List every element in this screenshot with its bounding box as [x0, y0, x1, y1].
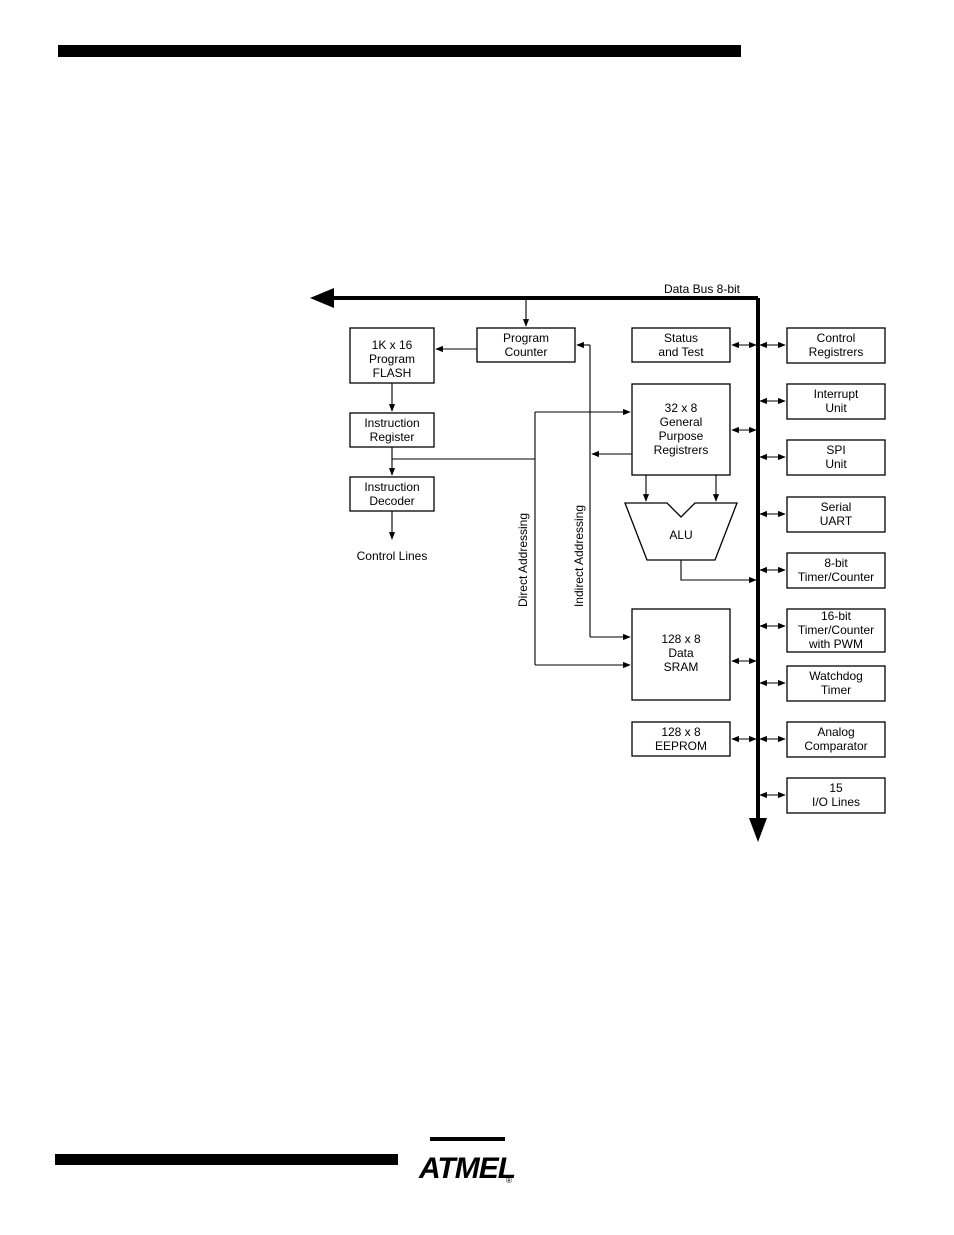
- analog-comparator-block: Analog Comparator: [786, 721, 886, 758]
- svg-text:Watchdog: Watchdog: [809, 669, 863, 683]
- program-flash-block: 1K x 16 Program FLASH: [349, 327, 435, 384]
- general-purpose-registers-block: 32 x 8 General Purpose Registrers: [631, 383, 731, 476]
- svg-text:16-bit: 16-bit: [821, 609, 852, 623]
- svg-text:Program: Program: [503, 331, 549, 345]
- svg-text:Data: Data: [668, 646, 694, 660]
- svg-text:I/O Lines: I/O Lines: [812, 795, 860, 809]
- svg-text:Program: Program: [369, 352, 415, 366]
- control-registers-block: Control Registrers: [786, 327, 886, 364]
- eeprom-block: 128 x 8 EEPROM: [631, 721, 731, 757]
- serial-uart-block: Serial UART: [786, 496, 886, 533]
- svg-text:8-bit: 8-bit: [824, 556, 848, 570]
- instruction-register-block: Instruction Register: [349, 412, 435, 448]
- watchdog-timer-block: Watchdog Timer: [786, 665, 886, 702]
- svg-text:General: General: [660, 415, 703, 429]
- svg-text:Registrers: Registrers: [809, 345, 864, 359]
- connections: [388, 298, 786, 799]
- spi-unit-block: SPI Unit: [786, 439, 886, 476]
- svg-text:15: 15: [829, 781, 843, 795]
- instruction-decoder-block: Instruction Decoder: [349, 476, 435, 512]
- svg-text:Instruction: Instruction: [364, 416, 419, 430]
- timer-8bit-block: 8-bit Timer/Counter: [786, 552, 886, 589]
- svg-text:UART: UART: [820, 514, 853, 528]
- svg-text:Timer/Counter: Timer/Counter: [798, 623, 874, 637]
- svg-text:SPI: SPI: [826, 443, 845, 457]
- svg-text:Unit: Unit: [825, 457, 847, 471]
- svg-text:128 x 8: 128 x 8: [661, 632, 701, 646]
- svg-text:and Test: and Test: [658, 345, 704, 359]
- svg-text:Analog: Analog: [817, 725, 854, 739]
- direct-addressing-label: Direct Addressing: [516, 513, 530, 607]
- alu-block: ALU: [624, 502, 738, 561]
- interrupt-unit-block: Interrupt Unit: [786, 383, 886, 420]
- svg-text:32 x 8: 32 x 8: [665, 401, 698, 415]
- svg-text:Decoder: Decoder: [369, 494, 414, 508]
- svg-text:128 x 8: 128 x 8: [661, 725, 701, 739]
- header-rule: [58, 45, 741, 57]
- svg-text:®: ®: [506, 1176, 512, 1185]
- svg-text:ALU: ALU: [669, 528, 692, 542]
- svg-text:Registrers: Registrers: [654, 443, 709, 457]
- svg-text:EEPROM: EEPROM: [655, 739, 707, 753]
- svg-text:Timer: Timer: [821, 683, 851, 697]
- svg-text:Comparator: Comparator: [804, 739, 867, 753]
- svg-text:1K x 16: 1K x 16: [372, 338, 413, 352]
- io-lines-block: 15 I/O Lines: [786, 777, 886, 814]
- control-lines-label: Control Lines: [357, 549, 428, 563]
- svg-text:Register: Register: [370, 430, 415, 444]
- svg-text:Purpose: Purpose: [659, 429, 704, 443]
- svg-text:Unit: Unit: [825, 401, 847, 415]
- status-and-test-block: Status and Test: [631, 327, 731, 363]
- svg-text:Control: Control: [817, 331, 856, 345]
- svg-text:Serial: Serial: [821, 500, 852, 514]
- data-sram-block: 128 x 8 Data SRAM: [631, 608, 731, 701]
- svg-text:Counter: Counter: [505, 345, 548, 359]
- svg-text:Status: Status: [664, 331, 698, 345]
- data-bus: [310, 288, 767, 842]
- program-counter-block: Program Counter: [476, 327, 576, 363]
- svg-text:Timer/Counter: Timer/Counter: [798, 570, 874, 584]
- svg-text:Interrupt: Interrupt: [814, 387, 859, 401]
- footer-rule: [55, 1154, 398, 1165]
- svg-text:ATMEL: ATMEL: [418, 1152, 515, 1185]
- indirect-addressing-label: Indirect Addressing: [572, 505, 586, 607]
- svg-text:Instruction: Instruction: [364, 480, 419, 494]
- svg-text:FLASH: FLASH: [373, 366, 412, 380]
- svg-text:SRAM: SRAM: [664, 660, 699, 674]
- svg-text:with PWM: with PWM: [808, 637, 863, 651]
- timer-16bit-block: 16-bit Timer/Counter with PWM: [786, 608, 886, 653]
- atmel-logo: ATMEL ®: [418, 1137, 516, 1185]
- data-bus-label: Data Bus 8-bit: [664, 282, 741, 296]
